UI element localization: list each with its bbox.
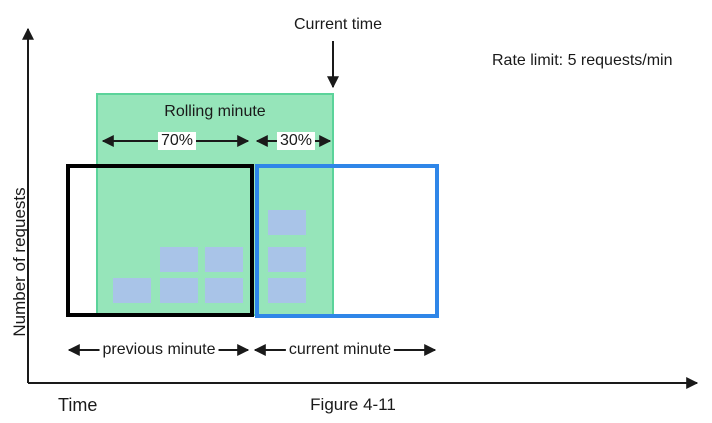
request-block [113,278,151,303]
figure-caption: Figure 4-11 [310,395,396,414]
x-axis-label: Time [58,395,98,415]
request-block [268,278,306,303]
request-block [160,278,198,303]
request-block [205,247,243,272]
request-block [268,210,306,235]
previous-minute-box [66,164,254,317]
previous-share-percent-label: 70% [157,132,197,150]
rate-limit-note: Rate limit: 5 requests/min [492,52,673,69]
request-block [160,247,198,272]
previous-minute-label: previous minute [99,341,219,359]
current-minute-label: current minute [285,341,395,359]
rolling-minute-label: Rolling minute [164,103,266,120]
request-block [268,247,306,272]
current-time-label: Current time [293,16,383,33]
current-minute-box [255,164,439,318]
y-axis-label: Number of requests [10,187,29,337]
request-block [205,278,243,303]
current-share-percent-label: 30% [276,132,316,150]
